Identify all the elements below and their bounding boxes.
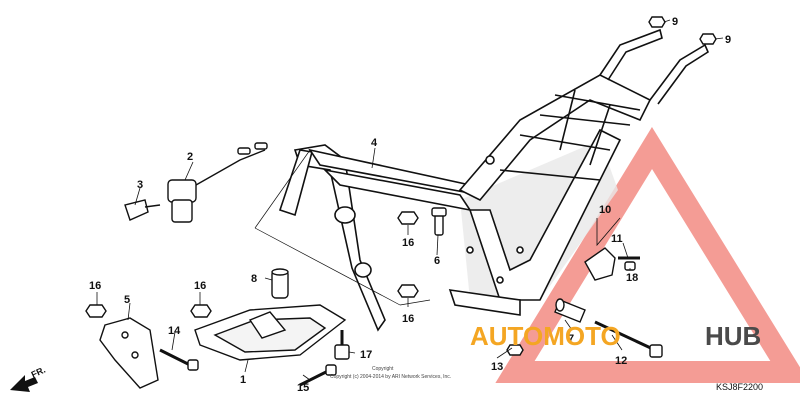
- callout-5: 5: [124, 294, 130, 306]
- watermark-prefix: AUTOMOTO: [470, 321, 621, 351]
- watermark-suffix: HUB: [705, 321, 761, 351]
- bolt-part-17: [334, 330, 350, 360]
- main-frame: [278, 28, 710, 332]
- nuts-part-16: [85, 211, 419, 318]
- direction-label: FR.: [30, 365, 47, 380]
- callout-7: 7: [568, 333, 574, 345]
- callout-11: 11: [611, 233, 623, 245]
- bolt-part-6: [431, 207, 447, 236]
- watermark-text: AUTOMOTO HUB: [470, 321, 761, 351]
- frame-boundary: [254, 149, 431, 306]
- bolt-part-12: [594, 320, 663, 358]
- collar-part-7: [554, 298, 586, 323]
- callout-16b: 16: [194, 280, 206, 292]
- callout-9a: 9: [672, 16, 678, 28]
- callouts: 1 2 3 4 5 6 7 8 9 9 10 11 12 13 14 15 16…: [89, 16, 731, 394]
- bolt-part-15: [299, 364, 337, 387]
- copyright-line: Copyright (c) 2004-2014 by ARI Network S…: [330, 374, 451, 380]
- callout-9b: 9: [725, 34, 731, 46]
- nuts-part-9: [648, 16, 717, 45]
- callout-17: 17: [360, 349, 372, 361]
- callout-8: 8: [251, 273, 257, 285]
- callout-6: 6: [434, 255, 440, 267]
- bolt-part-14: [159, 348, 199, 371]
- bracket-part-5: [99, 317, 159, 389]
- callout-3: 3: [137, 179, 143, 191]
- leader-lines: [96, 19, 724, 381]
- watermark-logo: [495, 126, 800, 383]
- callout-15: 15: [297, 382, 309, 394]
- diagram-code: KSJ8F2200: [716, 382, 763, 392]
- callout-10: 10: [599, 204, 611, 216]
- callout-18: 18: [626, 272, 638, 284]
- bracket-part-10: [584, 247, 640, 281]
- callout-16c: 16: [402, 237, 414, 249]
- callout-2: 2: [187, 151, 193, 163]
- callout-16a: 16: [89, 280, 101, 292]
- collar-part-8: [271, 268, 289, 299]
- direction-arrow: FR.: [10, 365, 47, 392]
- callout-13: 13: [491, 361, 503, 373]
- copyright-heading: Copyright: [372, 366, 394, 372]
- ignition-switch: [167, 142, 268, 223]
- callout-12: 12: [615, 355, 627, 367]
- callout-14: 14: [168, 325, 181, 337]
- nut-part-13: [506, 344, 524, 356]
- callout-1: 1: [240, 374, 246, 386]
- callout-16d: 16: [402, 313, 414, 325]
- key-part-3: [124, 199, 161, 221]
- skid-plate: [194, 304, 347, 361]
- callout-4: 4: [371, 137, 378, 149]
